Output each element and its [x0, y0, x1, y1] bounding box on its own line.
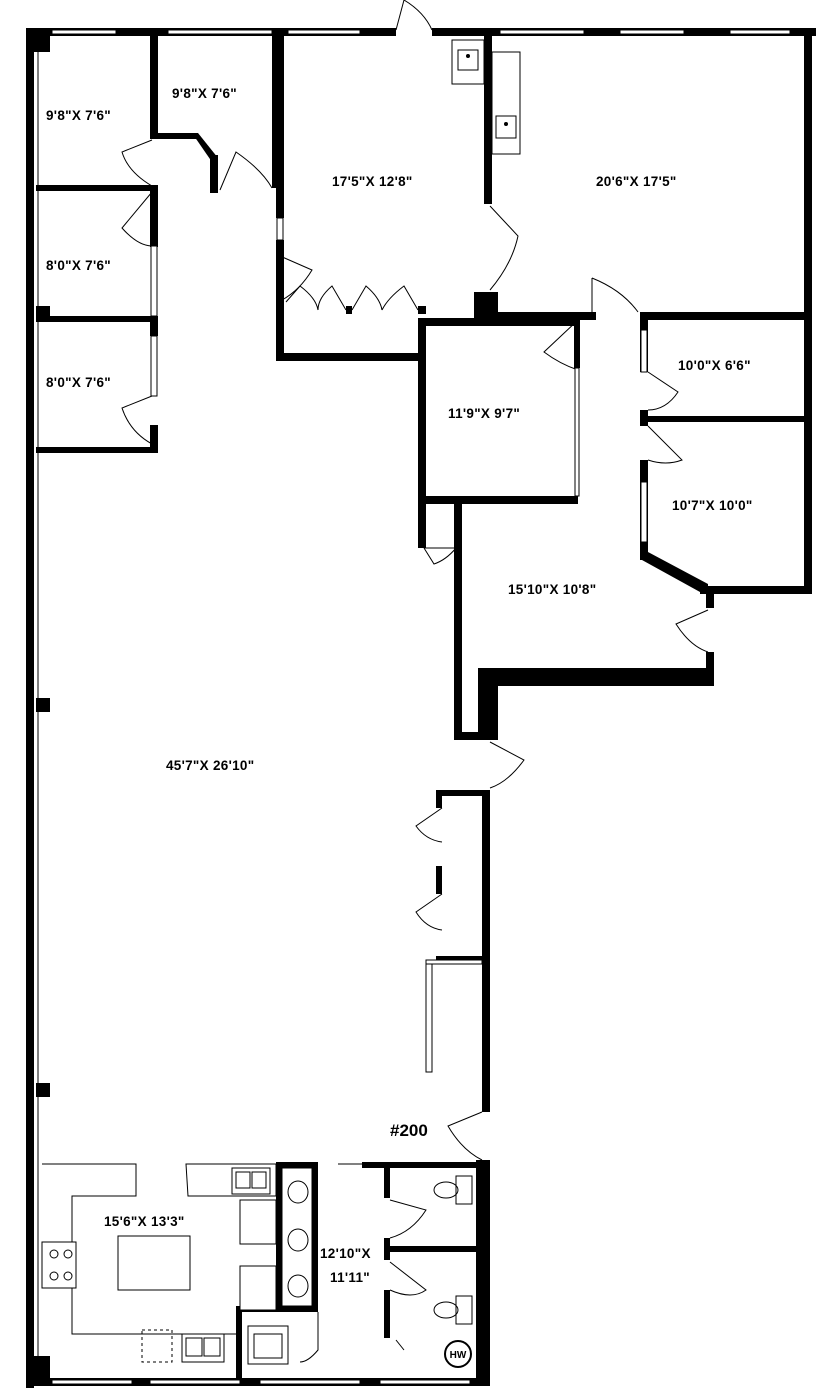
cooktop — [41, 1241, 77, 1289]
label-office-nw1: 9'8"X 7'6" — [46, 108, 111, 123]
vanity — [281, 1167, 313, 1307]
unit-number: #200 — [390, 1121, 428, 1140]
column-w3 — [36, 1083, 50, 1097]
doors — [121, 0, 709, 1363]
column-w2 — [36, 698, 50, 712]
label-restroom-line1: 12'10"X — [320, 1246, 371, 1261]
label-office-c: 11'9"X 9'7" — [448, 406, 520, 421]
exterior-walls — [26, 28, 816, 1388]
counter-large-office — [491, 51, 521, 155]
label-large-office: 20'6"X 17'5" — [596, 174, 677, 189]
column-nw — [26, 28, 50, 52]
label-restroom-line2: 11'11" — [330, 1270, 370, 1285]
interior-walls — [36, 36, 812, 1386]
label-office-e1: 10'0"X 6'6" — [678, 358, 751, 373]
glass-partitions — [150, 217, 648, 1073]
label-office-e2: 10'7"X 10'0" — [672, 498, 753, 513]
kitchen-island — [117, 1235, 191, 1291]
water-heater-icon: HW — [444, 1340, 472, 1368]
windows — [37, 29, 791, 1385]
label-office-nw2: 9'8"X 7'6" — [172, 86, 237, 101]
toilet-2 — [455, 1295, 473, 1325]
room-labels: 9'8"X 7'6" 9'8"X 7'6" 17'5"X 12'8" 20'6"… — [46, 86, 753, 1285]
label-office-w2: 8'0"X 7'6" — [46, 375, 111, 390]
label-reception: 15'10"X 10'8" — [508, 582, 596, 597]
water-heater-label: HW — [450, 1350, 467, 1361]
label-open-area: 45'7"X 26'10" — [166, 758, 254, 773]
dishwasher — [239, 1265, 277, 1311]
fridge — [239, 1199, 277, 1245]
toilet-1 — [455, 1175, 473, 1205]
label-conference: 17'5"X 12'8" — [332, 174, 413, 189]
column-sw — [26, 1356, 50, 1386]
kitchen-cabinet — [141, 1329, 173, 1363]
label-kitchen: 15'6"X 13'3" — [104, 1214, 185, 1229]
label-office-w1: 8'0"X 7'6" — [46, 258, 111, 273]
fixtures — [41, 39, 521, 1365]
